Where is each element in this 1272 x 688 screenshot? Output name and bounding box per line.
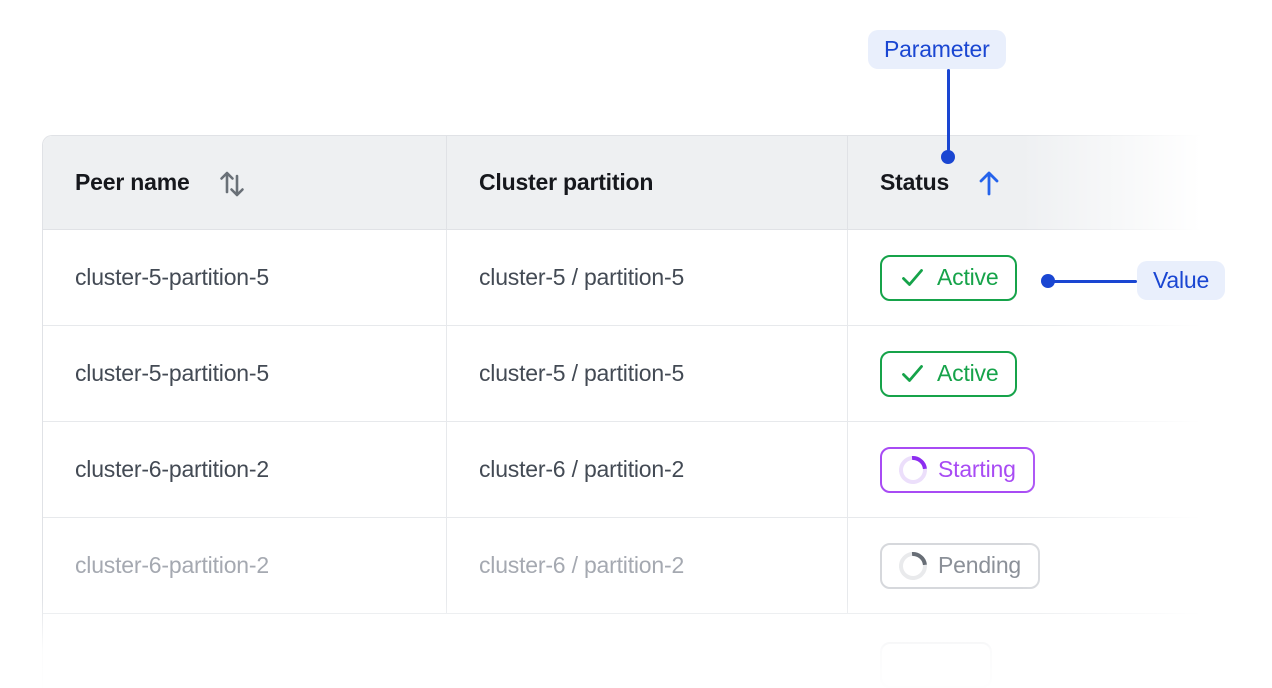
cell-peer-name: cluster-5-partition-5 [43, 326, 447, 421]
status-badge-clipped [880, 642, 992, 688]
table-row[interactable]: cluster-6-partition-2 cluster-6 / partit… [43, 422, 1272, 518]
annotation-dot [941, 150, 955, 164]
annotation-label-text: Value [1153, 267, 1210, 293]
status-badge-active: Active [880, 350, 1018, 397]
cell-status: Active [848, 230, 1272, 325]
cell-peer-name: cluster-5-partition-5 [43, 230, 447, 325]
cell-status: Pending [848, 518, 1272, 613]
check-icon [902, 269, 923, 286]
cell-status: Starting [848, 422, 1272, 517]
status-badge-label: Active [937, 360, 999, 386]
column-header-label: Status [880, 169, 950, 195]
column-header-cluster-partition: Cluster partition [447, 136, 848, 229]
annotation-dot [1041, 274, 1055, 288]
cell-cluster-partition: cluster-5 / partition-5 [447, 326, 848, 421]
cell-cluster-partition: cluster-6 / partition-2 [447, 518, 848, 613]
cell-peer-name: cluster-6-partition-2 [43, 422, 447, 517]
annotation-parameter-label: Parameter [868, 30, 1006, 69]
cell-peer-name: cluster-6-partition-2 [43, 518, 447, 613]
annotation-label-text: Parameter [884, 36, 990, 62]
status-badge-active: Active [880, 254, 1018, 301]
status-badge-label: Starting [938, 456, 1016, 482]
cell-cluster-partition: cluster-5 / partition-5 [447, 230, 848, 325]
table-row[interactable]: cluster-5-partition-5 cluster-5 / partit… [43, 230, 1272, 326]
table-header-row: Peer name Cluster partition Status [43, 136, 1272, 230]
peers-table: Peer name Cluster partition Status clust… [42, 135, 1272, 688]
check-icon [902, 365, 923, 382]
spinner-icon [893, 449, 933, 490]
table-row[interactable]: cluster-6-partition-2 cluster-6 / partit… [43, 518, 1272, 614]
annotation-connector-vertical [946, 69, 950, 151]
sort-ascending-icon[interactable] [975, 167, 1003, 199]
spinner-icon [893, 545, 933, 586]
column-header-peer-name[interactable]: Peer name [43, 136, 447, 229]
column-header-status[interactable]: Status [848, 136, 1272, 229]
annotation-value-label: Value [1137, 261, 1226, 300]
column-header-label: Peer name [75, 169, 190, 195]
sort-both-icon[interactable] [216, 165, 248, 201]
cell-status: Active [848, 326, 1272, 421]
table-row-clipped [43, 614, 1272, 688]
cell-cluster-partition: cluster-6 / partition-2 [447, 422, 848, 517]
cell-status [848, 614, 1272, 688]
status-badge-label: Active [937, 264, 999, 290]
table-row[interactable]: cluster-5-partition-5 cluster-5 / partit… [43, 326, 1272, 422]
annotation-connector-horizontal [1048, 279, 1137, 283]
status-badge-starting: Starting [880, 446, 1035, 493]
status-badge-label: Pending [938, 552, 1022, 578]
column-header-label: Cluster partition [479, 169, 654, 195]
status-badge-pending: Pending [880, 542, 1041, 589]
